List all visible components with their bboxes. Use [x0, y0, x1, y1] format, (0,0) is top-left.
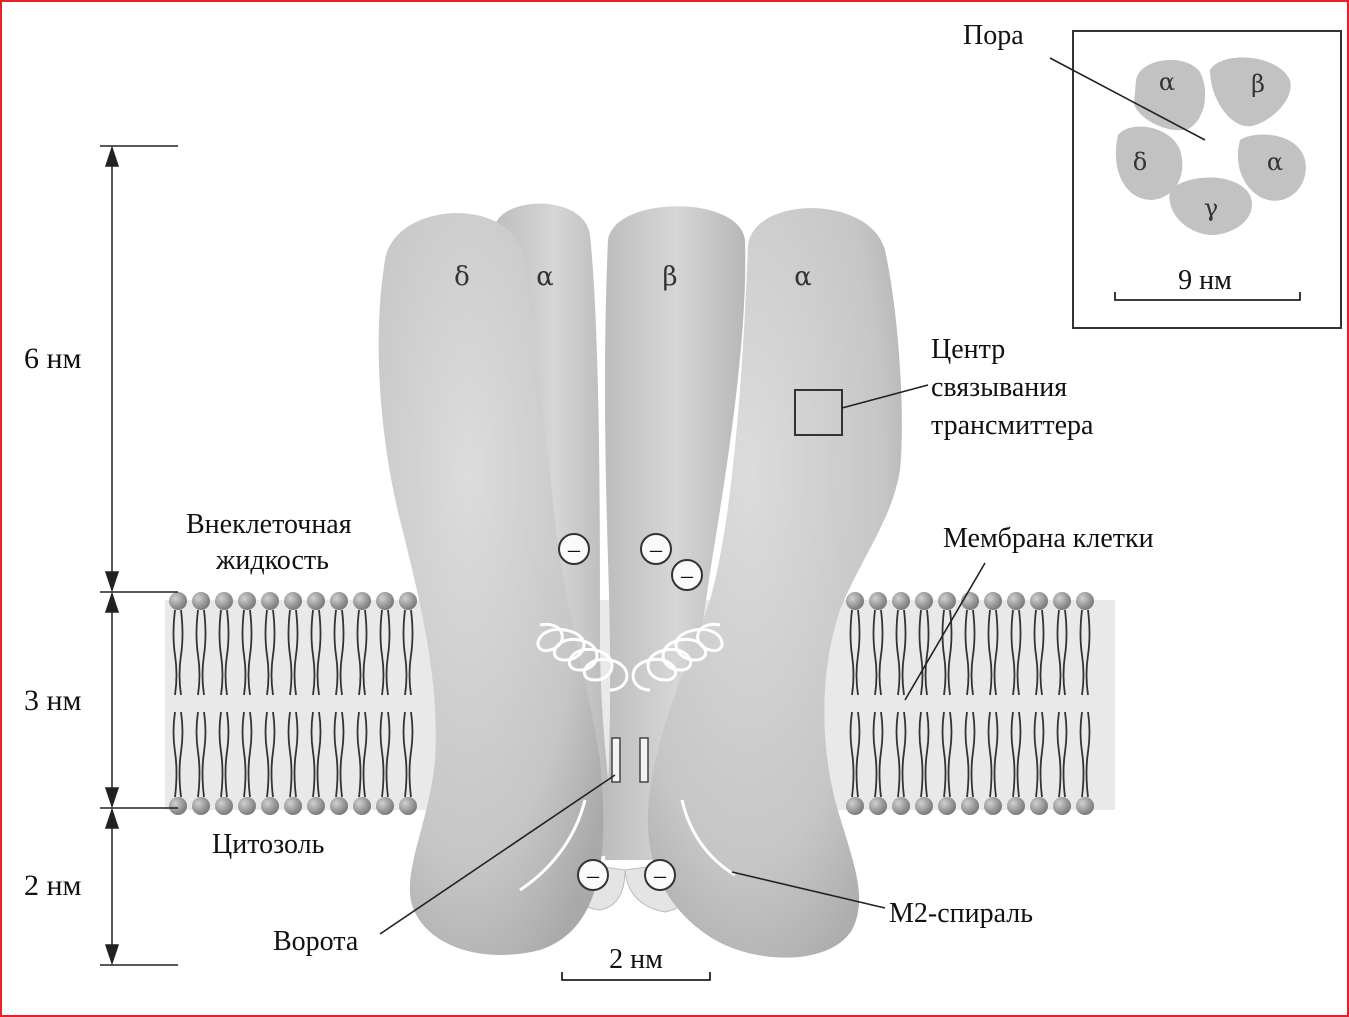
cytosol-label: Цитозоль	[212, 829, 324, 860]
lipid-head	[261, 592, 279, 610]
binding-site-label: Центр	[931, 334, 1005, 365]
subunit-label: β	[662, 262, 677, 292]
lipid-head	[330, 592, 348, 610]
lipid-head	[307, 592, 325, 610]
svg-text:–: –	[680, 563, 694, 589]
lipid-head	[869, 592, 887, 610]
lipid-head	[215, 797, 233, 815]
subunit-label: α	[536, 262, 554, 292]
svg-text:–: –	[567, 537, 581, 563]
lipid-head	[846, 592, 864, 610]
lipid-head	[284, 797, 302, 815]
dimension-scale	[100, 146, 178, 965]
lipid-head	[307, 797, 325, 815]
lipid-head	[353, 592, 371, 610]
inset-subunit-label: α	[1267, 148, 1283, 176]
lipid-head	[376, 797, 394, 815]
inset-subunit-label: α	[1159, 68, 1175, 96]
lipid-head	[399, 797, 417, 815]
lipid-head	[261, 797, 279, 815]
lipid-head	[330, 797, 348, 815]
lipid-head	[169, 797, 187, 815]
top-view-inset: α β α γ δ 9 нм	[1050, 31, 1341, 328]
lipid-head	[215, 592, 233, 610]
charge-circle: –	[645, 860, 675, 890]
lipid-head	[192, 592, 210, 610]
membrane-label: Мембрана клетки	[943, 523, 1154, 554]
lipid-head	[984, 797, 1002, 815]
receptor-protein	[379, 204, 902, 958]
lipid-head	[915, 797, 933, 815]
subunit-label: α	[794, 262, 812, 292]
subunit-label: δ	[454, 262, 470, 292]
dimension-label-2nm: 2 нм	[24, 869, 82, 902]
lipid-head	[892, 592, 910, 610]
lipid-head	[869, 797, 887, 815]
m2-helix-label: М2-спираль	[889, 898, 1033, 929]
pore-label: Пора	[963, 20, 1024, 51]
lipid-head	[938, 592, 956, 610]
inset-subunit-label: γ	[1204, 194, 1218, 222]
lipid-head	[1007, 592, 1025, 610]
binding-site-label: связывания	[931, 372, 1067, 403]
gate-label: Ворота	[273, 926, 359, 957]
lipid-head	[1030, 797, 1048, 815]
svg-text:–: –	[586, 863, 600, 889]
lipid-head	[1076, 797, 1094, 815]
lipid-head	[238, 592, 256, 610]
lipid-head	[1053, 797, 1071, 815]
lipid-head	[192, 797, 210, 815]
lipid-head	[399, 592, 417, 610]
lipid-head	[1053, 592, 1071, 610]
lipid-head	[169, 592, 187, 610]
lipid-head	[238, 797, 256, 815]
inset-subunit-label: δ	[1133, 148, 1147, 176]
lipid-head	[915, 592, 933, 610]
inset-subunit-label: β	[1251, 70, 1265, 98]
lipid-head	[892, 797, 910, 815]
lipid-head	[1076, 592, 1094, 610]
lipid-head	[376, 592, 394, 610]
pore-width-label: 2 нм	[609, 944, 663, 975]
dimension-label-6nm: 6 нм	[24, 342, 82, 375]
lipid-head	[1030, 592, 1048, 610]
svg-text:–: –	[653, 863, 667, 889]
lipid-head	[846, 797, 864, 815]
charge-circle: –	[578, 860, 608, 890]
extracellular-label: жидкость	[215, 545, 329, 576]
lipid-head	[1007, 797, 1025, 815]
inset-width-label: 9 нм	[1178, 265, 1232, 296]
charge-circle: –	[672, 560, 702, 590]
charge-circle: –	[641, 534, 671, 564]
extracellular-label: Внеклеточная	[186, 509, 352, 540]
lipid-head	[984, 592, 1002, 610]
svg-text:–: –	[649, 537, 663, 563]
binding-site-label: трансмиттера	[931, 410, 1094, 441]
lipid-head	[284, 592, 302, 610]
charge-circle: –	[559, 534, 589, 564]
lipid-head	[961, 797, 979, 815]
dimension-label-3nm: 3 нм	[24, 684, 82, 717]
lipid-head	[353, 797, 371, 815]
lipid-head	[938, 797, 956, 815]
